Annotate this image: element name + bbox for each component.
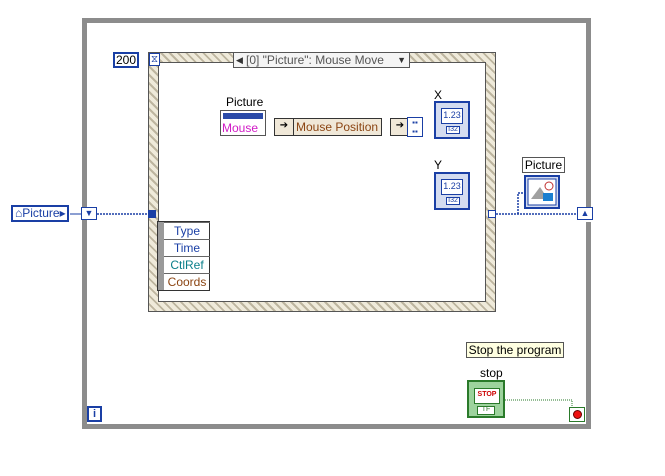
iteration-terminal[interactable]: i bbox=[87, 406, 102, 422]
picture-property-node[interactable]: Mouse bbox=[220, 110, 266, 136]
home-icon: ⌂ bbox=[15, 206, 23, 220]
while-loop-frame-top bbox=[82, 18, 591, 23]
prev-case-arrow-icon[interactable]: ◀ bbox=[236, 55, 243, 65]
picture-node-label: Picture bbox=[226, 95, 264, 109]
loop-condition-stop-icon[interactable] bbox=[569, 407, 585, 422]
y-numeric-display: 1.23 bbox=[441, 179, 463, 195]
event-tunnel-right[interactable] bbox=[488, 210, 496, 218]
x-type-icon: I32 bbox=[446, 126, 460, 134]
event-case-selector[interactable]: ◀ [0] "Picture": Mouse Move ▼ bbox=[233, 52, 410, 68]
stop-tooltip: Stop the program bbox=[466, 342, 564, 358]
picture-node-header bbox=[223, 113, 263, 119]
unbundle-cluster-icon[interactable]: ▪▪▪▪ bbox=[407, 117, 423, 137]
event-data-type[interactable]: Type bbox=[164, 222, 210, 240]
while-loop-frame-right-top bbox=[586, 18, 591, 208]
stop-label: stop bbox=[480, 366, 503, 380]
x-indicator-label: X bbox=[434, 88, 443, 102]
unbundle-arrow-icon: ➔ bbox=[395, 120, 405, 131]
while-loop-frame-right-bottom bbox=[586, 222, 591, 429]
unbundle-arrow-icon: ➔ bbox=[275, 119, 294, 135]
stop-wire bbox=[505, 399, 573, 407]
event-data-ctlref[interactable]: CtlRef bbox=[164, 256, 210, 274]
shift-register-left-icon[interactable]: ▼ bbox=[81, 207, 97, 220]
unbundle-mouse-position[interactable]: ➔ Mouse Position bbox=[274, 118, 382, 136]
event-tunnel-left[interactable] bbox=[148, 210, 156, 218]
y-indicator[interactable]: 1.23 I32 bbox=[434, 172, 470, 210]
x-indicator[interactable]: 1.23 I32 bbox=[434, 101, 470, 139]
picture-indicator[interactable] bbox=[524, 175, 560, 209]
y-type-icon: I32 bbox=[446, 197, 460, 205]
y-indicator-label: Y bbox=[434, 158, 443, 172]
while-loop-frame-left bbox=[82, 18, 87, 429]
control-reference-label: Picture bbox=[22, 206, 60, 220]
event-data-node[interactable]: Type Time CtlRef Coords bbox=[157, 221, 210, 291]
event-case-label: [0] "Picture": Mouse Move bbox=[246, 53, 384, 67]
timeout-constant[interactable]: 200 bbox=[113, 52, 139, 68]
unbundle-node[interactable]: ➔ bbox=[390, 118, 408, 136]
event-data-coords[interactable]: Coords bbox=[164, 273, 210, 291]
picture-indicator-label: Picture bbox=[522, 157, 565, 173]
case-dropdown-icon[interactable]: ▼ bbox=[397, 55, 406, 65]
refnum-wire-to-picture bbox=[517, 192, 524, 214]
stop-button-terminal[interactable]: STOP TF bbox=[467, 380, 505, 418]
x-numeric-display: 1.23 bbox=[441, 108, 463, 124]
boolean-type-icon: TF bbox=[477, 406, 495, 415]
event-data-node-bar bbox=[158, 222, 164, 290]
mouse-property[interactable]: Mouse bbox=[222, 121, 259, 135]
picture-icon bbox=[527, 178, 557, 206]
timeout-hourglass-icon: ⧖ bbox=[149, 53, 160, 66]
stop-button-face: STOP bbox=[474, 388, 500, 404]
picture-control-reference[interactable]: ⌂Picture▸ bbox=[11, 205, 69, 222]
while-loop-frame-bottom bbox=[82, 424, 591, 429]
event-data-time[interactable]: Time bbox=[164, 239, 210, 257]
event-case-diagram bbox=[158, 62, 486, 302]
mouse-position-label: Mouse Position bbox=[296, 120, 379, 134]
stop-condition-dot bbox=[573, 410, 582, 419]
terminal-arrow-icon: ▸ bbox=[59, 206, 66, 220]
shift-register-right-icon[interactable]: ▲ bbox=[577, 207, 593, 220]
